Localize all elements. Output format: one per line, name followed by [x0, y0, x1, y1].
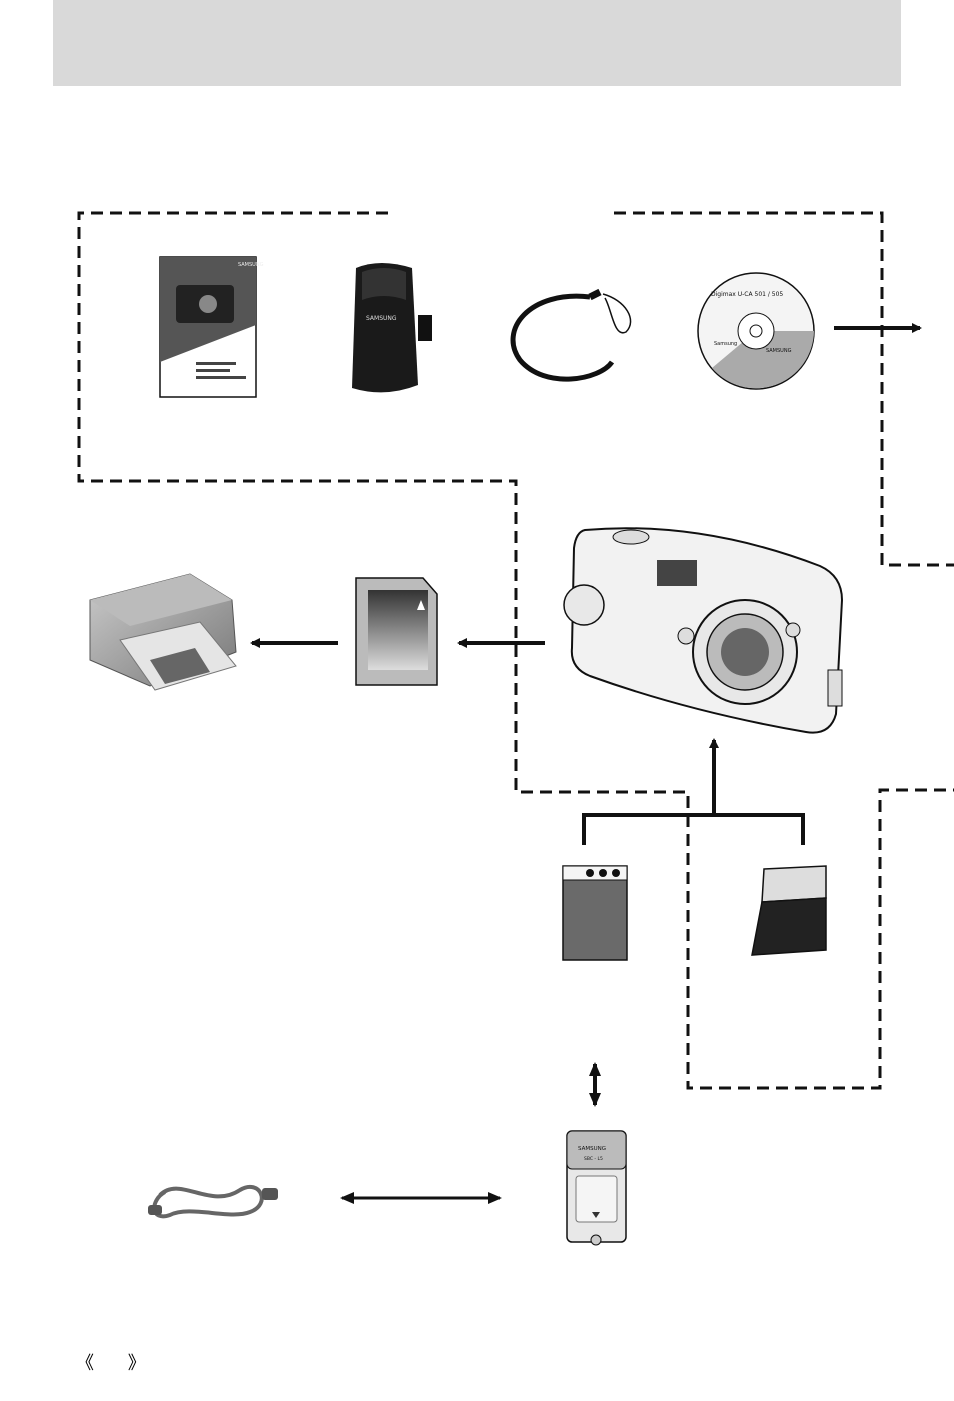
header-bar	[53, 0, 901, 86]
printer-icon	[89, 573, 237, 691]
alkaline-battery-icon	[751, 865, 827, 956]
sd-card-icon	[355, 577, 438, 686]
svg-text:SBC - L5: SBC - L5	[584, 1156, 603, 1162]
ac-cord-icon	[148, 1185, 278, 1219]
svg-text:SAMSUNG: SAMSUNG	[366, 315, 397, 322]
svg-text:Digimax U-CA 501 / 505: Digimax U-CA 501 / 505	[711, 291, 783, 298]
page-number-marker: 《 》	[76, 1353, 160, 1374]
camera-icon	[563, 527, 844, 734]
svg-text:SAMSUNG: SAMSUNG	[766, 348, 792, 354]
user-manual-icon: SAMSUNG	[159, 256, 264, 398]
dashed-enclosure	[77, 211, 954, 1090]
battery-charger-icon: SAMSUNG SBC - L5	[566, 1130, 627, 1246]
battery-connector	[582, 738, 805, 845]
wrist-strap-icon	[510, 288, 632, 382]
svg-text:SAMSUNG: SAMSUNG	[238, 262, 264, 268]
svg-text:Samsung: Samsung	[714, 341, 737, 347]
svg-text:SAMSUNG: SAMSUNG	[578, 1146, 606, 1152]
software-cd-icon: Digimax U-CA 501 / 505 Samsung SAMSUNG	[697, 272, 815, 390]
rechargeable-battery-icon	[562, 865, 628, 961]
camera-case-icon: SAMSUNG	[352, 263, 432, 393]
